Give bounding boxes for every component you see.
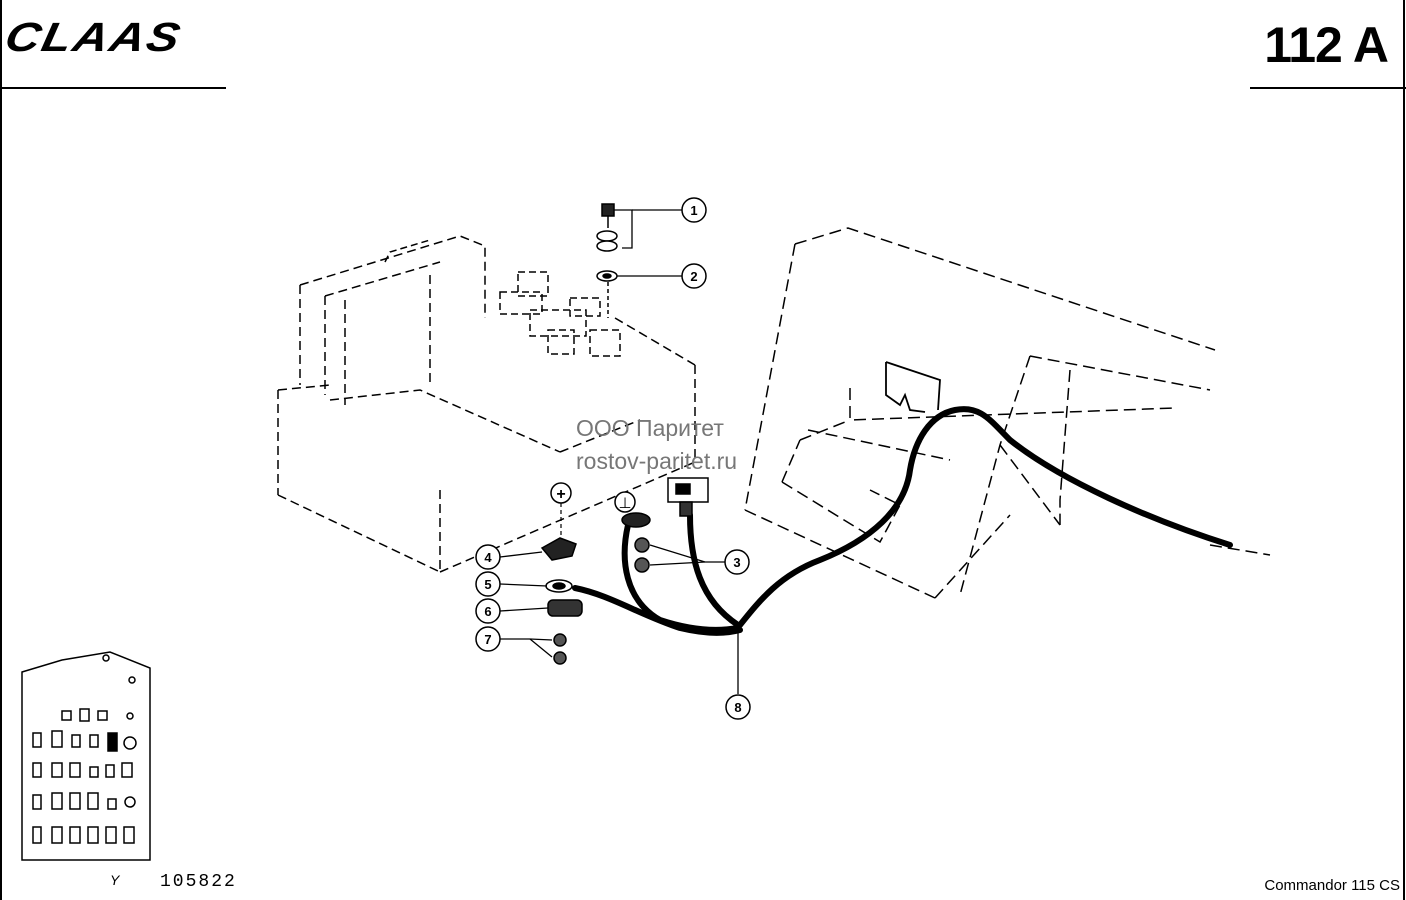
battery-terminals — [384, 239, 621, 357]
callout-1-label: 1 — [690, 203, 697, 218]
watermark-line2: rostov-paritet.ru — [576, 448, 738, 474]
claas-logo: CLAAS — [0, 15, 186, 61]
callout-5-label: 5 — [484, 577, 491, 592]
panel-outline — [744, 227, 1271, 599]
connector-plug — [667, 477, 709, 517]
callout-2-label: 2 — [690, 269, 697, 284]
callout-4-label: 4 — [484, 550, 492, 565]
callout-8: 8 — [725, 694, 751, 720]
leader-lines — [499, 209, 739, 694]
location-key-thumbnail — [21, 651, 151, 861]
callout-7-label: 7 — [484, 632, 491, 647]
callout-6: 6 — [475, 598, 501, 624]
callout-6-label: 6 — [484, 604, 491, 619]
positive-terminal-parts — [540, 537, 583, 665]
callout-4: 4 — [475, 544, 501, 570]
callout-1: 1 — [681, 197, 707, 223]
callout-3-label: 3 — [733, 555, 740, 570]
positive-symbol: + — [550, 482, 572, 504]
callout-5: 5 — [475, 571, 501, 597]
page-code: 112 A — [1264, 17, 1389, 73]
callout-2: 2 — [681, 263, 707, 289]
top-hardware — [596, 203, 618, 318]
doc-number: 105822 — [160, 872, 237, 892]
watermark-line1: ООО Паритет — [576, 415, 724, 441]
ground-terminal-parts — [621, 512, 651, 573]
callout-8-label: 8 — [734, 700, 741, 715]
callout-3: 3 — [724, 549, 750, 575]
cable-bracket — [885, 361, 941, 413]
doc-letter: Y — [110, 872, 120, 888]
model-name: Commandor 115 CS — [1264, 877, 1400, 894]
ground-symbol: ⊥ — [614, 491, 636, 513]
ground-symbol-text: ⊥ — [618, 495, 631, 512]
watermark: ООО Паритет rostov-paritet.ru — [576, 412, 737, 478]
main-cable — [572, 406, 1233, 636]
callout-7: 7 — [475, 626, 501, 652]
positive-symbol-text: + — [556, 486, 565, 503]
